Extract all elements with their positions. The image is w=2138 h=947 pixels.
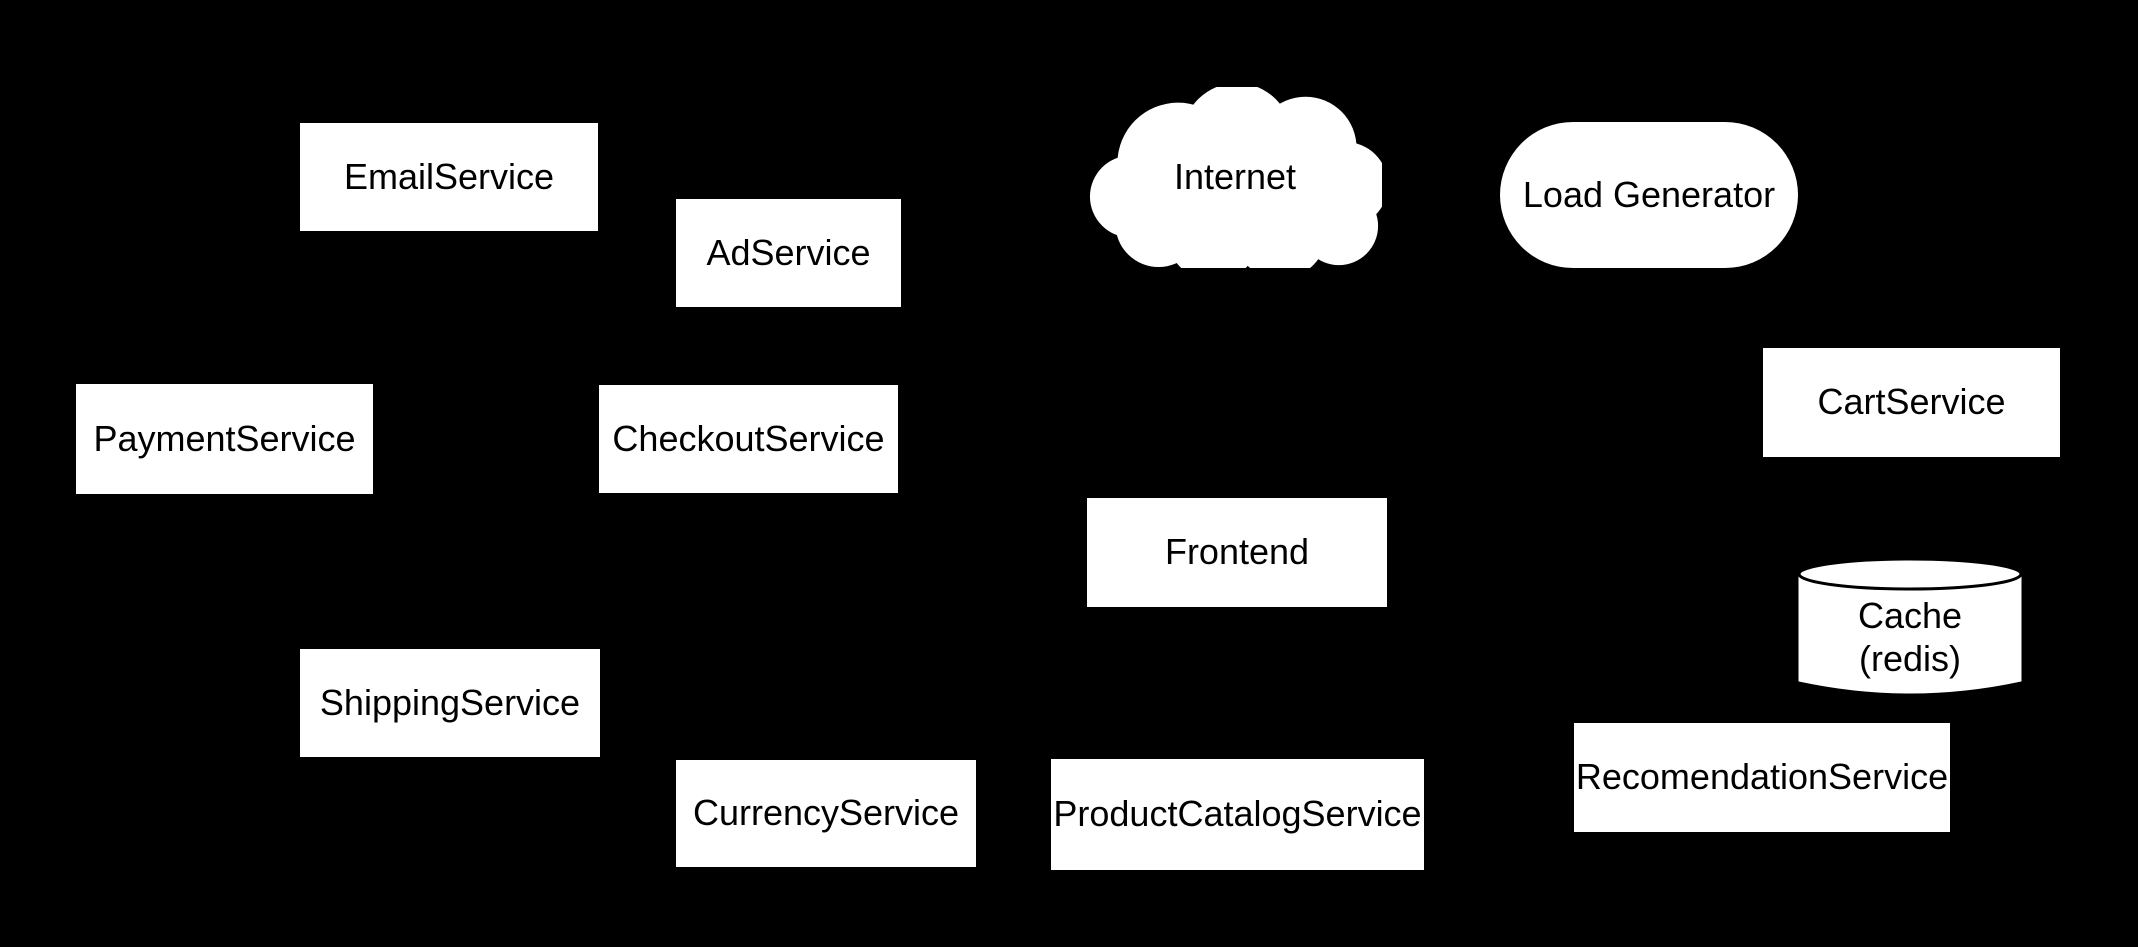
node-frontend[interactable]: Frontend bbox=[1087, 498, 1387, 607]
node-label-frontend: Frontend bbox=[1164, 531, 1310, 573]
node-label-currencyservice: CurrencyService bbox=[692, 792, 960, 834]
node-internet[interactable]: Internet bbox=[1088, 87, 1382, 268]
node-label-cache: Cache (redis) bbox=[1857, 595, 1963, 679]
node-label-loadgenerator: Load Generator bbox=[1522, 173, 1776, 215]
node-label-paymentservice: PaymentService bbox=[93, 417, 356, 459]
node-label-adservice: AdService bbox=[706, 231, 871, 273]
node-label-emailservice: EmailService bbox=[343, 155, 555, 197]
node-recomendationservice[interactable]: RecomendationService bbox=[1574, 723, 1950, 832]
node-cartservice[interactable]: CartService bbox=[1763, 348, 2060, 457]
node-cache[interactable]: Cache (redis) bbox=[1797, 557, 2023, 698]
node-paymentservice[interactable]: PaymentService bbox=[76, 384, 373, 494]
node-checkoutservice[interactable]: CheckoutService bbox=[599, 385, 898, 493]
node-currencyservice[interactable]: CurrencyService bbox=[676, 760, 976, 867]
node-adservice[interactable]: AdService bbox=[676, 199, 901, 307]
node-shippingservice[interactable]: ShippingService bbox=[300, 649, 600, 757]
node-label-productcatalogservice: ProductCatalogService bbox=[1053, 793, 1422, 835]
node-label-internet: Internet bbox=[1173, 156, 1297, 198]
node-label-shippingservice: ShippingService bbox=[319, 681, 581, 723]
node-emailservice[interactable]: EmailService bbox=[300, 123, 598, 231]
node-productcatalogservice[interactable]: ProductCatalogService bbox=[1051, 759, 1424, 870]
node-label-checkoutservice: CheckoutService bbox=[612, 417, 885, 459]
node-label-cartservice: CartService bbox=[1817, 381, 2006, 423]
node-label-recomendationservice: RecomendationService bbox=[1575, 756, 1949, 798]
node-loadgenerator[interactable]: Load Generator bbox=[1500, 122, 1798, 268]
